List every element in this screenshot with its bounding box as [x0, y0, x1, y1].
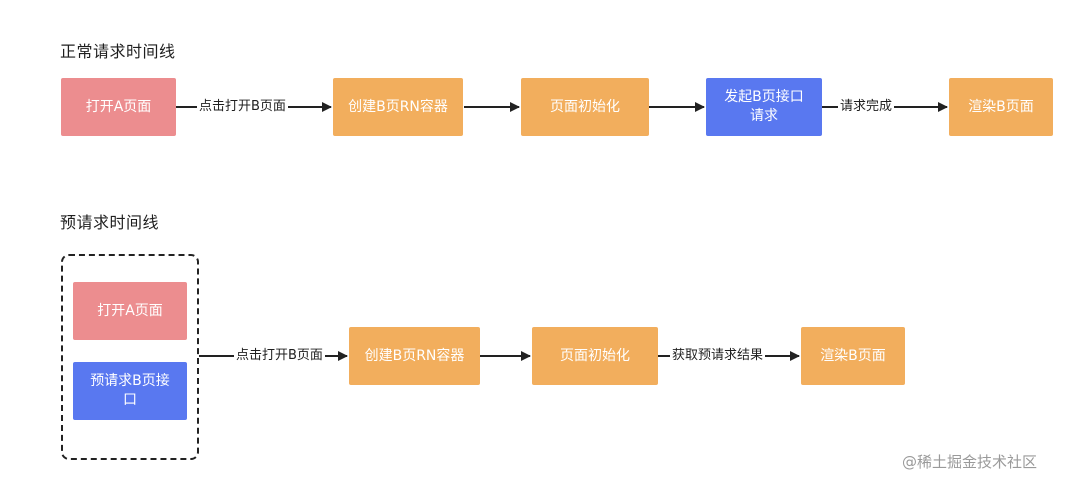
edge-label-get-pre-result: 获取预请求结果 — [670, 348, 766, 364]
watermark-text: @稀土掘金技术社区 — [902, 453, 1038, 471]
node-page-init-2: 页面初始化 — [532, 327, 658, 385]
node-send-b-request: 发起B页接口请求 — [706, 78, 822, 136]
node-open-a-page: 打开A页面 — [61, 78, 176, 136]
parallel-group-box — [61, 254, 199, 460]
pre-request-timeline-title: 预请求时间线 — [60, 213, 160, 232]
node-create-rn-container: 创建B页RN容器 — [333, 78, 463, 136]
normal-timeline-title: 正常请求时间线 — [60, 42, 176, 61]
node-create-rn-container-2: 创建B页RN容器 — [349, 327, 480, 385]
node-render-b-page: 渲染B页面 — [949, 78, 1053, 136]
edge-label-click-open-b: 点击打开B页面 — [197, 99, 288, 115]
node-pre-request-b: 预请求B页接口 — [73, 362, 187, 420]
node-render-b-page-2: 渲染B页面 — [801, 327, 905, 385]
node-page-init: 页面初始化 — [521, 78, 649, 136]
edge-label-request-done: 请求完成 — [838, 99, 895, 115]
edge-label-click-open-b-2: 点击打开B页面 — [234, 348, 325, 364]
node-open-a-page-2: 打开A页面 — [73, 282, 187, 340]
